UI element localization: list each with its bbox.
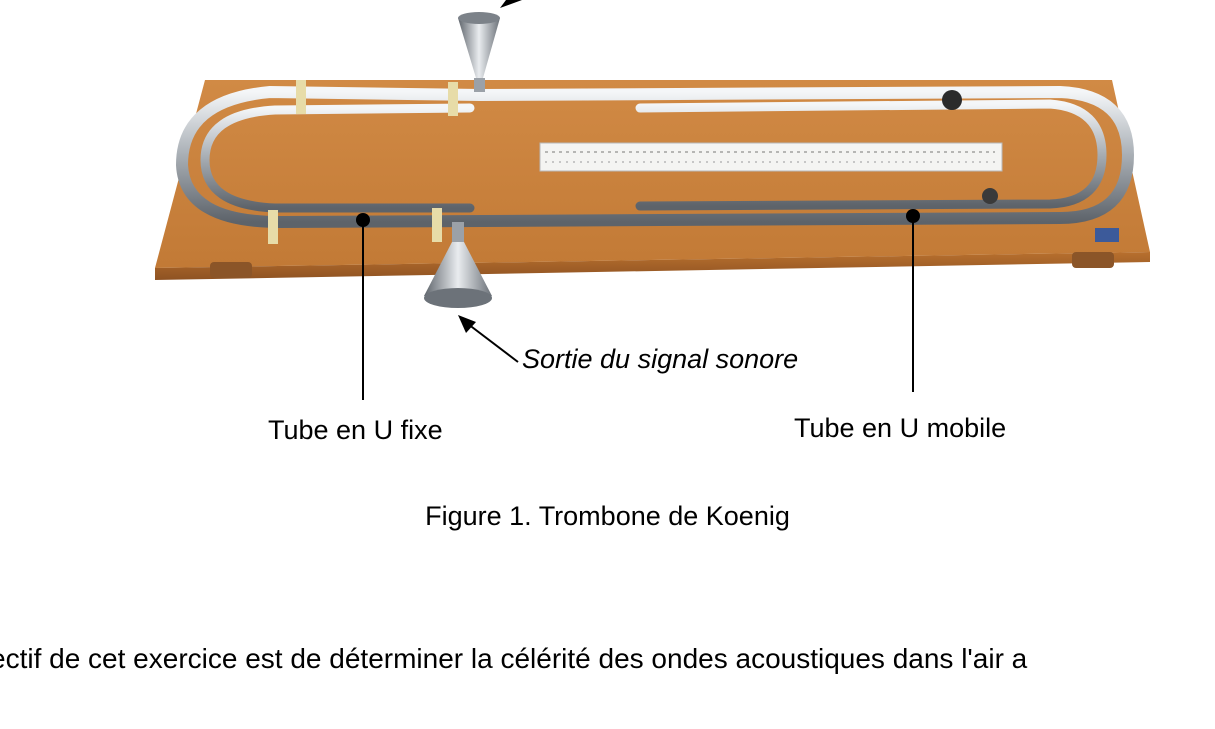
sound-output-label: Sortie du signal sonore	[522, 344, 799, 374]
base-label-sticker	[1095, 228, 1119, 242]
base-foot-right	[1072, 252, 1114, 268]
u-tubes	[175, 85, 1135, 229]
mobile-tube-label: Tube en U mobile	[794, 413, 1007, 443]
base-foot-left	[210, 262, 252, 278]
exercise-objective-text: ectif de cet exercice est de déterminer …	[0, 643, 1028, 674]
input-cone	[458, 0, 522, 92]
callout-arrow-output	[467, 323, 519, 363]
callouts	[356, 209, 920, 400]
fixed-tube-label: Tube en U fixe	[268, 415, 443, 445]
measurement-ruler	[539, 142, 1003, 172]
figure-caption: Figure 1. Trombone de Koenig	[425, 501, 790, 531]
arrowhead-icon	[458, 315, 476, 333]
tube-clips	[268, 80, 998, 244]
output-cone	[424, 222, 492, 308]
